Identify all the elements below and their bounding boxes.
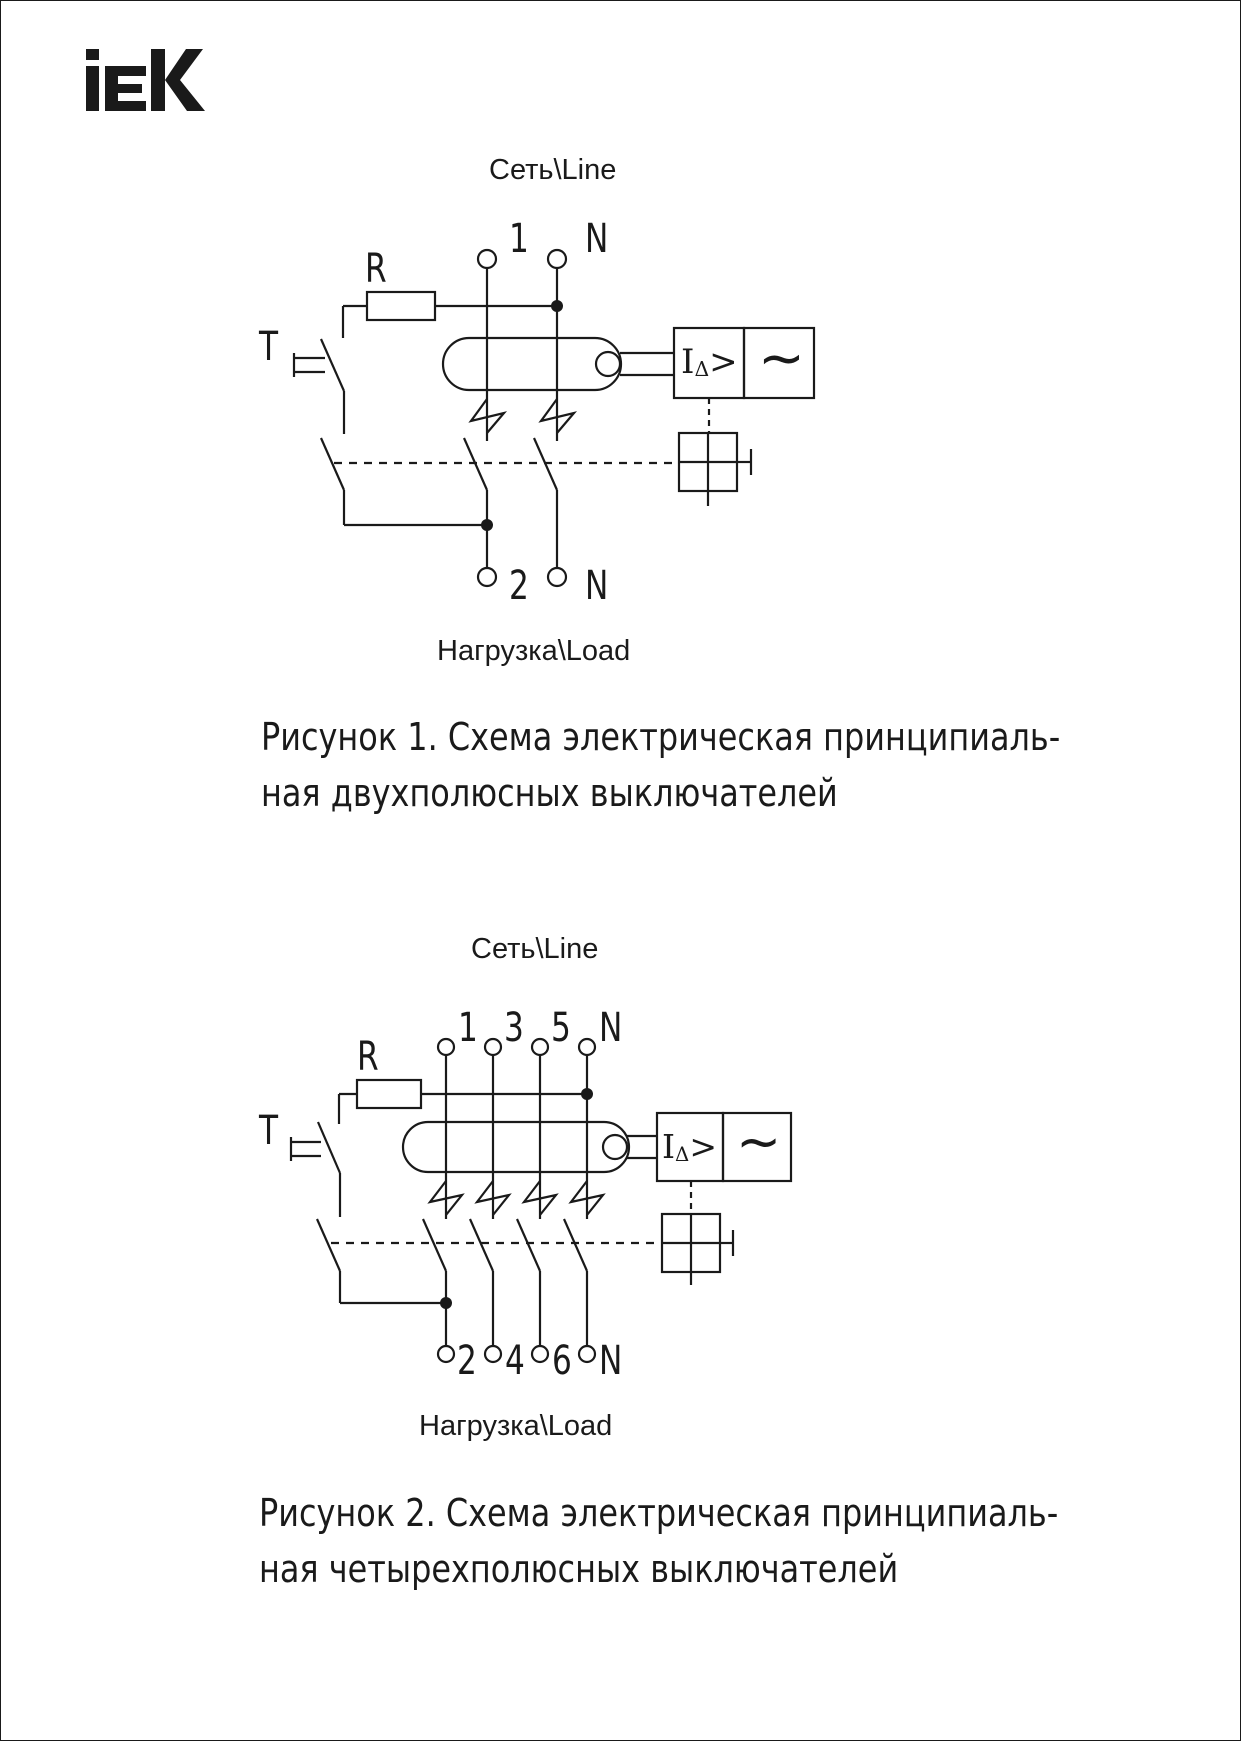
resistor-r [355,1078,423,1110]
fig2-caption-line2: ная четырехполюсных выключателей [259,1547,899,1591]
terminal-n-top [577,1037,597,1057]
junction-dot [481,519,493,531]
test-switch [319,338,346,392]
contact-pole-5 [515,1218,542,1272]
terminal-6-bottom [530,1344,550,1364]
junction-dot [440,1297,452,1309]
fig2-top-terminal-3: 3 [504,1005,524,1051]
terminal-2-bottom [476,566,498,588]
fig2-top-terminal-1: 1 [458,1005,478,1051]
terminal-2-bottom [436,1344,456,1364]
fig1-bottom-terminal-2: 2 [509,563,529,609]
fig1-load-label: Нагрузка\Load [437,635,631,667]
fig1-supply-symbol: ~ [758,326,805,391]
fig2-caption: Рисунок 2. Схема электрическая принципиа… [259,1485,1058,1597]
contact-test [319,437,346,491]
fig2-bottom-terminal-6: 6 [552,1338,572,1384]
fig1-caption-line1: Рисунок 1. Схема электрическая принципиа… [261,715,1061,759]
fig2-test-label: T [259,1108,279,1154]
contact-test [315,1218,342,1272]
terminal-n-bottom [577,1344,597,1364]
contact-pole-3 [468,1218,495,1272]
terminal-1-top [436,1037,456,1057]
junction-dot [581,1088,593,1100]
fig2-line-label: Сеть\Line [471,933,599,965]
current-transformer [401,1120,631,1174]
figure1-schematic [292,248,816,588]
fig1-caption-line2: ная двухполюсных выключателей [261,771,838,815]
fig2-resistor-label: R [357,1034,379,1080]
fig2-top-terminal-5: 5 [551,1005,571,1051]
fig2-load-label: Нагрузка\Load [419,1410,613,1442]
fig1-line-label: Сеть\Line [489,154,617,186]
fig1-top-terminal-1: 1 [509,216,529,262]
junction-dot [551,300,563,312]
iek-logo [86,49,205,111]
terminal-3-top [483,1037,503,1057]
fig2-bottom-terminal-n: N [599,1338,623,1384]
terminal-n-bottom [546,566,568,588]
contact-pole-1 [421,1218,448,1272]
terminal-4-bottom [483,1344,503,1364]
fig1-caption: Рисунок 1. Схема электрическая принципиа… [261,709,1060,821]
supply-box [742,326,816,400]
fig1-top-terminal-n: N [585,216,609,262]
contact-pole-n [562,1218,589,1272]
fig2-supply-symbol: ~ [736,1110,782,1173]
fig1-bottom-terminal-n: N [585,563,609,609]
fig1-detector-label: IΔ> [681,342,738,382]
fig2-bottom-terminal-4: 4 [505,1338,525,1384]
test-switch [316,1121,342,1174]
terminal-5-top [530,1037,550,1057]
fig2-top-terminal-n: N [599,1005,623,1051]
fig2-detector-label: IΔ> [662,1127,717,1166]
supply-box [721,1111,793,1183]
fig2-caption-line1: Рисунок 2. Схема электрическая принципиа… [259,1491,1059,1535]
fig1-resistor-label: R [365,246,387,292]
secondary-winding [601,1133,629,1161]
secondary-winding [594,350,622,378]
fig2-bottom-terminal-2: 2 [457,1338,477,1384]
fig1-test-label: T [259,324,279,370]
